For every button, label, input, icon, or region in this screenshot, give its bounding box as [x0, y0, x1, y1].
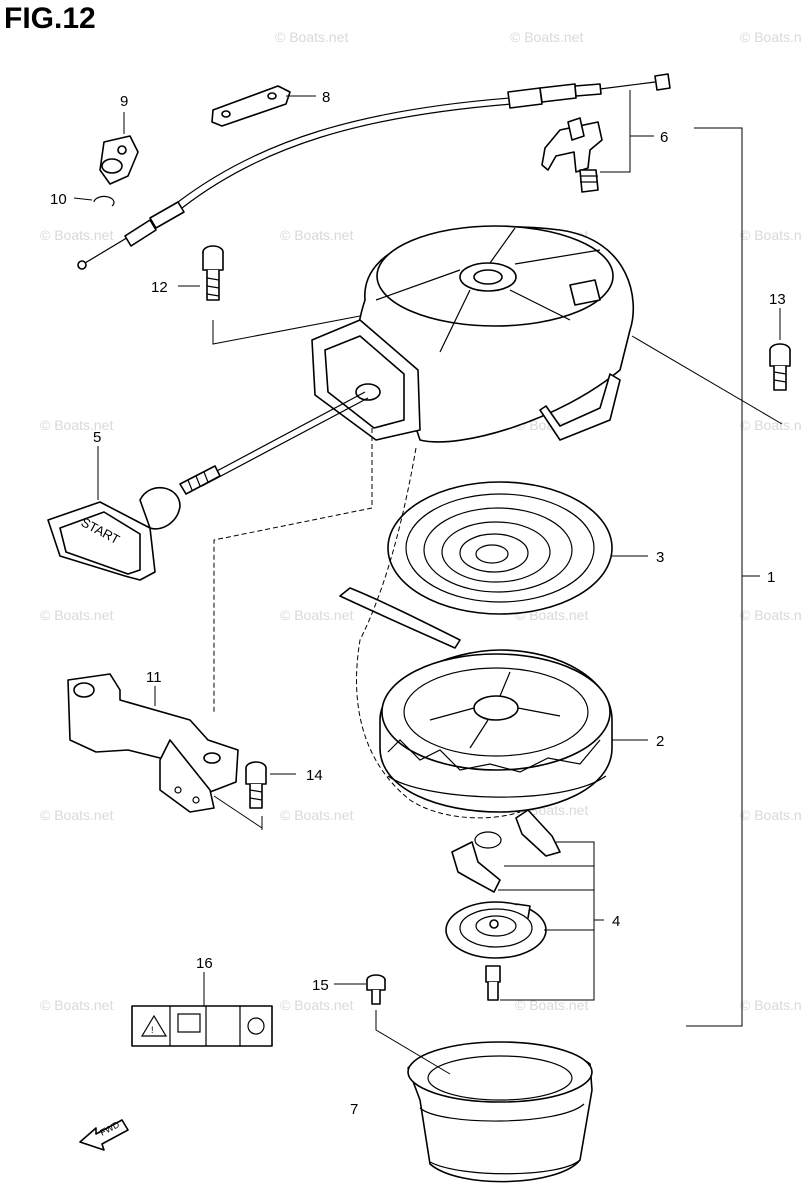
callout-6: 6 [660, 129, 668, 146]
watermark: © Boats.net [40, 607, 113, 623]
part-1-starter-case[interactable] [311, 225, 635, 443]
part-15-screw[interactable] [366, 974, 386, 1005]
part-12-bolt[interactable] [202, 245, 224, 301]
watermark: © Boats.net [40, 417, 113, 433]
watermark: © Boats.net [275, 29, 348, 45]
part-8-plate[interactable] [211, 85, 291, 127]
watermark: © Boats.net [40, 227, 113, 243]
cable-assembly[interactable] [77, 73, 671, 270]
part-7-cover[interactable] [407, 1041, 593, 1183]
callout-2: 2 [656, 733, 664, 750]
callout-14: 14 [306, 767, 323, 784]
watermark: © Boats.net [515, 997, 588, 1013]
watermark: © Boats.net [740, 807, 801, 823]
figure-title: FIG.12 [4, 2, 96, 35]
part-9-clip[interactable] [99, 135, 139, 185]
watermark: © Boats.net [280, 227, 353, 243]
watermark: © Boats.net [740, 607, 801, 623]
warning-icon: ! [151, 1025, 154, 1035]
watermark: © Boats.net [740, 997, 801, 1013]
watermark: © Boats.net [40, 997, 113, 1013]
watermark: © Boats.net [280, 807, 353, 823]
callout-labels: 1 2 3 4 5 6 7 8 9 10 11 12 13 14 15 16 [50, 89, 786, 1118]
part-10-ring[interactable] [93, 195, 115, 207]
watermark: © Boats.net [740, 417, 801, 433]
watermark: © Boats.net [740, 29, 801, 45]
callout-3: 3 [656, 549, 664, 566]
part-2-reel[interactable] [379, 649, 613, 813]
part-11-bracket[interactable] [67, 673, 239, 813]
callout-12: 12 [151, 279, 168, 296]
callout-16: 16 [196, 955, 213, 972]
callout-15: 15 [312, 977, 329, 994]
watermark: © Boats.net [40, 807, 113, 823]
part-4-ratchet-assembly[interactable] [445, 809, 561, 1001]
part-3-recoil-spring[interactable] [339, 481, 613, 649]
watermark: © Boats.net [510, 29, 583, 45]
callout-4: 4 [612, 913, 620, 930]
part-13-bolt[interactable] [769, 343, 791, 391]
forward-arrow: FWD [79, 1119, 129, 1151]
callout-8: 8 [322, 89, 330, 106]
callout-7: 7 [350, 1101, 358, 1118]
leader-lines [73, 90, 783, 1075]
part-6-bracket[interactable] [541, 117, 603, 193]
callout-10: 10 [50, 191, 67, 208]
part-14-bolt[interactable] [245, 761, 267, 809]
part-5-starter-handle[interactable]: START [47, 391, 369, 581]
watermark: © Boats.net [740, 227, 801, 243]
part-16-decal[interactable]: ! [131, 1005, 273, 1047]
callout-11: 11 [146, 669, 162, 686]
callout-13: 13 [769, 291, 786, 308]
callout-9: 9 [120, 93, 128, 110]
callout-1: 1 [767, 569, 775, 586]
callout-5: 5 [93, 429, 101, 446]
watermark: © Boats.net [280, 607, 353, 623]
watermark: © Boats.net [280, 997, 353, 1013]
